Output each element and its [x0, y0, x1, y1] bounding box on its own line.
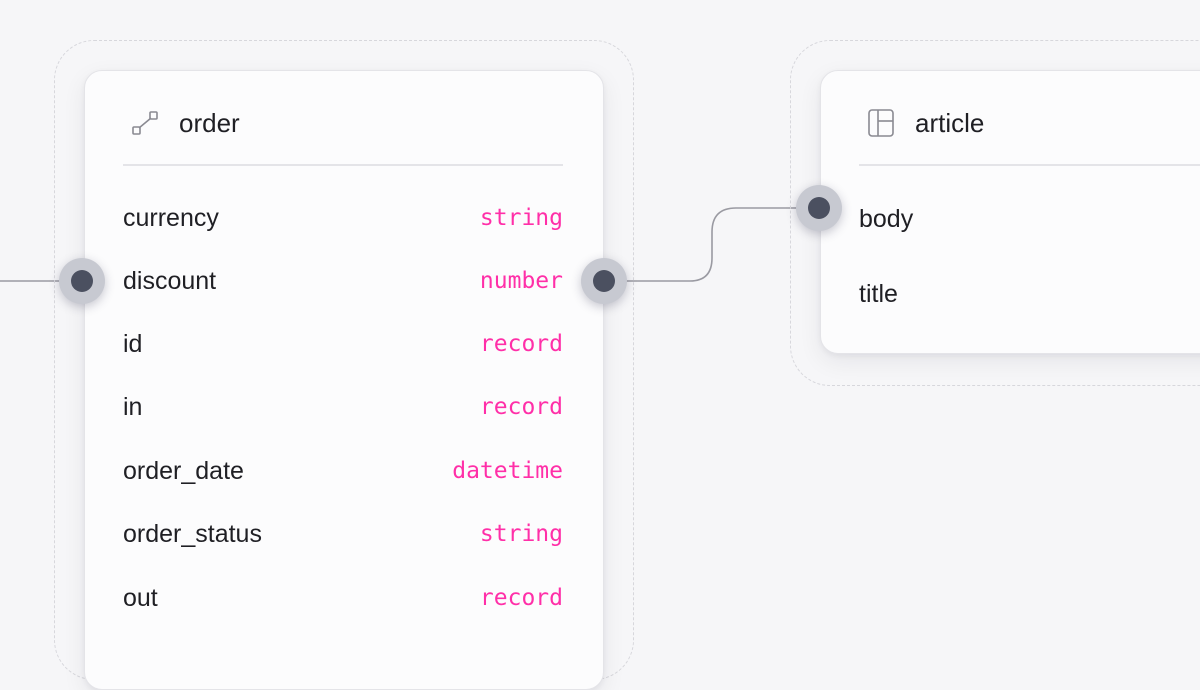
field-row-body[interactable]: body [859, 199, 1199, 239]
field-type: record [479, 585, 563, 611]
field-name: body [859, 205, 914, 233]
article-group-frame [790, 40, 1200, 386]
edge-discount-to-body [604, 207, 820, 282]
field-name: order_date [123, 457, 244, 485]
table-card-order[interactable]: order currency string discount number id… [84, 70, 604, 690]
header-divider [123, 164, 563, 166]
table-header: article [821, 71, 1200, 165]
field-type: datetime [452, 458, 563, 484]
field-name: title [859, 280, 898, 308]
field-name: id [123, 330, 143, 358]
table-card-article[interactable]: article body title [820, 70, 1200, 354]
field-row-title[interactable]: title [859, 274, 1199, 314]
table-title: order [179, 108, 240, 138]
connector-handle-discount-out[interactable] [581, 258, 627, 304]
table-header: order [85, 71, 603, 165]
field-row-id[interactable]: id record [123, 324, 563, 364]
field-row-discount[interactable]: discount number [123, 261, 563, 301]
relation-icon [129, 107, 161, 139]
connector-handle-body-in[interactable] [796, 185, 842, 231]
table-layout-icon [865, 107, 897, 139]
field-name: discount [123, 267, 217, 295]
field-name: currency [123, 204, 219, 232]
field-name: out [123, 584, 158, 612]
field-type: string [479, 521, 563, 547]
connector-handle-discount-in[interactable] [59, 258, 105, 304]
field-type: number [479, 268, 563, 294]
field-row-out[interactable]: out record [123, 578, 563, 618]
field-type: record [479, 331, 563, 357]
header-divider [859, 164, 1200, 166]
field-row-currency[interactable]: currency string [123, 198, 563, 238]
field-type: record [479, 394, 563, 420]
field-type: string [479, 205, 563, 231]
field-name: order_status [123, 520, 262, 548]
field-row-in[interactable]: in record [123, 387, 563, 427]
field-row-order-status[interactable]: order_status string [123, 514, 563, 554]
table-title: article [915, 108, 985, 138]
field-name: in [123, 393, 143, 421]
field-row-order-date[interactable]: order_date datetime [123, 451, 563, 491]
